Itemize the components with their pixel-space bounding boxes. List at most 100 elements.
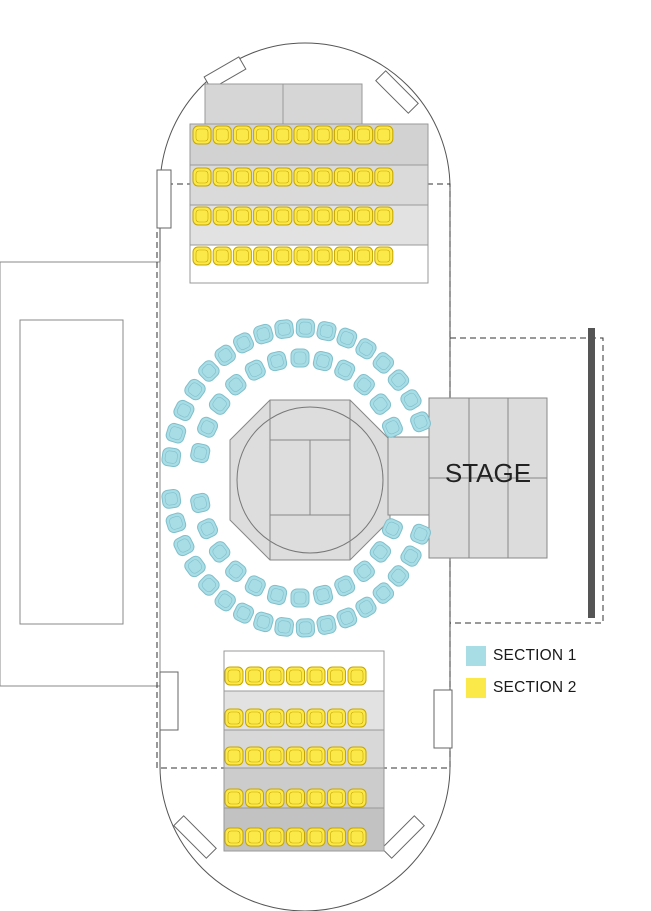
section-2-seat[interactable] bbox=[273, 125, 293, 145]
section-2-seat[interactable] bbox=[224, 746, 244, 766]
section-1-seat[interactable] bbox=[266, 350, 288, 372]
section-2-seat[interactable] bbox=[265, 666, 285, 686]
section-1-seat[interactable] bbox=[386, 563, 411, 588]
section-2-seat[interactable] bbox=[245, 827, 264, 847]
section-2-seat[interactable] bbox=[265, 746, 285, 766]
section-1-seat[interactable] bbox=[182, 554, 207, 579]
section-1-seat[interactable] bbox=[316, 320, 337, 342]
section-2-seat[interactable] bbox=[265, 708, 285, 728]
section-2-seat[interactable] bbox=[286, 746, 305, 766]
section-1-seat[interactable] bbox=[368, 391, 393, 416]
section-1-seat[interactable] bbox=[190, 442, 211, 464]
section-1-seat[interactable] bbox=[409, 410, 432, 433]
section-1-seat[interactable] bbox=[399, 544, 424, 569]
section-2-seat[interactable] bbox=[224, 708, 244, 728]
section-2-seat[interactable] bbox=[253, 125, 273, 145]
section-1-seat[interactable] bbox=[335, 326, 358, 349]
section-2-seat[interactable] bbox=[286, 788, 305, 808]
section-1-seat[interactable] bbox=[252, 611, 274, 633]
section-1-seat[interactable] bbox=[182, 377, 207, 402]
section-2-seat[interactable] bbox=[253, 246, 273, 266]
section-2-seat[interactable] bbox=[354, 206, 374, 226]
section-1-seat[interactable] bbox=[352, 372, 377, 397]
section-2-seat[interactable] bbox=[347, 788, 367, 808]
section-2-seat[interactable] bbox=[232, 167, 252, 187]
section-1-seat[interactable] bbox=[165, 512, 188, 535]
section-2-seat[interactable] bbox=[232, 246, 252, 266]
section-2-seat[interactable] bbox=[293, 125, 313, 145]
section-2-seat[interactable] bbox=[293, 206, 313, 226]
section-2-seat[interactable] bbox=[273, 167, 293, 187]
section-1-seat[interactable] bbox=[243, 574, 267, 598]
section-2-seat[interactable] bbox=[265, 827, 285, 847]
section-1-seat[interactable] bbox=[409, 522, 432, 545]
section-2-seat[interactable] bbox=[374, 167, 394, 187]
section-2-seat[interactable] bbox=[327, 827, 346, 847]
section-2-seat[interactable] bbox=[253, 206, 273, 226]
section-2-seat[interactable] bbox=[374, 206, 394, 226]
section-2-seat[interactable] bbox=[253, 167, 273, 187]
section-2-seat[interactable] bbox=[374, 246, 394, 266]
section-2-seat[interactable] bbox=[306, 708, 326, 728]
section-2-seat[interactable] bbox=[327, 708, 346, 728]
section-2-seat[interactable] bbox=[192, 125, 212, 145]
section-2-seat[interactable] bbox=[354, 125, 374, 145]
section-1-seat[interactable] bbox=[207, 539, 232, 564]
section-1-seat[interactable] bbox=[295, 618, 316, 638]
section-1-seat[interactable] bbox=[213, 588, 238, 613]
section-2-seat[interactable] bbox=[245, 666, 264, 686]
section-2-seat[interactable] bbox=[192, 246, 212, 266]
section-2-seat[interactable] bbox=[212, 246, 232, 266]
section-2-seat[interactable] bbox=[313, 206, 333, 226]
section-2-seat[interactable] bbox=[347, 666, 367, 686]
section-1-seat[interactable] bbox=[243, 358, 267, 382]
section-1-seat[interactable] bbox=[223, 559, 248, 584]
section-2-seat[interactable] bbox=[265, 788, 285, 808]
section-1-seat[interactable] bbox=[290, 588, 310, 608]
section-1-seat[interactable] bbox=[295, 318, 316, 338]
section-2-seat[interactable] bbox=[333, 167, 353, 187]
section-2-seat[interactable] bbox=[232, 206, 252, 226]
section-2-seat[interactable] bbox=[224, 788, 244, 808]
section-1-seat[interactable] bbox=[266, 584, 288, 606]
section-1-seat[interactable] bbox=[354, 336, 379, 361]
section-1-seat[interactable] bbox=[232, 331, 256, 355]
section-2-seat[interactable] bbox=[212, 125, 232, 145]
section-2-seat[interactable] bbox=[232, 125, 252, 145]
section-1-seat[interactable] bbox=[196, 517, 220, 541]
section-2-seat[interactable] bbox=[333, 206, 353, 226]
section-2-seat[interactable] bbox=[245, 708, 264, 728]
section-1-seat[interactable] bbox=[316, 614, 337, 635]
section-2-seat[interactable] bbox=[333, 246, 353, 266]
section-2-seat[interactable] bbox=[354, 246, 374, 266]
section-1-seat[interactable] bbox=[371, 350, 396, 375]
section-2-seat[interactable] bbox=[192, 167, 212, 187]
section-2-seat[interactable] bbox=[327, 788, 346, 808]
section-2-seat[interactable] bbox=[333, 125, 353, 145]
section-1-seat[interactable] bbox=[274, 319, 295, 339]
section-1-seat[interactable] bbox=[161, 447, 182, 468]
section-1-seat[interactable] bbox=[380, 415, 404, 439]
section-2-seat[interactable] bbox=[245, 746, 264, 766]
section-2-seat[interactable] bbox=[212, 167, 232, 187]
section-1-seat[interactable] bbox=[196, 572, 221, 597]
section-1-seat[interactable] bbox=[290, 348, 310, 368]
section-1-seat[interactable] bbox=[312, 350, 334, 372]
section-2-seat[interactable] bbox=[293, 167, 313, 187]
section-2-seat[interactable] bbox=[313, 167, 333, 187]
section-1-seat[interactable] bbox=[207, 391, 232, 416]
section-2-seat[interactable] bbox=[224, 666, 244, 686]
section-1-seat[interactable] bbox=[371, 580, 396, 605]
section-2-seat[interactable] bbox=[347, 708, 367, 728]
section-1-seat[interactable] bbox=[399, 388, 424, 413]
section-1-seat[interactable] bbox=[386, 367, 411, 392]
section-2-seat[interactable] bbox=[374, 125, 394, 145]
section-2-seat[interactable] bbox=[286, 708, 305, 728]
section-2-seat[interactable] bbox=[347, 746, 367, 766]
section-1-seat[interactable] bbox=[380, 517, 404, 541]
section-2-seat[interactable] bbox=[354, 167, 374, 187]
section-1-seat[interactable] bbox=[196, 415, 220, 439]
section-2-seat[interactable] bbox=[273, 206, 293, 226]
section-1-seat[interactable] bbox=[333, 358, 357, 382]
section-2-seat[interactable] bbox=[306, 827, 326, 847]
